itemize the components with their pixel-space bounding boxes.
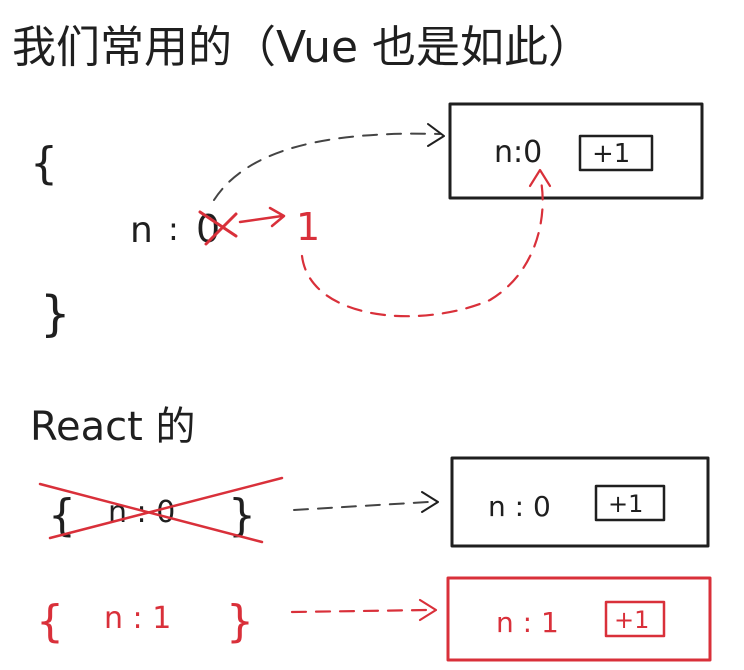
arrow-to-new-value — [238, 214, 284, 224]
increment-button-label: +1 — [592, 139, 630, 169]
strike-old-value — [198, 210, 238, 238]
binding-arrow-head-icon — [427, 123, 445, 147]
new-view-increment-button[interactable] — [604, 600, 666, 638]
state-key: n — [130, 210, 153, 251]
strike-old-value-2 — [204, 212, 238, 246]
new-view-box — [446, 576, 712, 662]
old-view-box — [450, 456, 710, 548]
old-state-close-brace: } — [228, 490, 256, 541]
increment-button[interactable] — [578, 134, 654, 172]
new-view-label: n : 1 — [496, 606, 559, 639]
cross-out-line-2 — [48, 476, 284, 540]
old-value: 0 — [196, 207, 220, 251]
title: 我们常用的（Vue 也是如此） — [12, 22, 592, 73]
new-render-arrow-head-icon — [418, 598, 438, 622]
update-arrow — [300, 174, 544, 318]
new-state-close-brace: } — [226, 596, 254, 647]
state-colon: : — [168, 210, 179, 248]
old-render-arrow-head-icon — [421, 491, 439, 513]
old-view-increment-button[interactable] — [594, 484, 666, 522]
view-label: n:0 — [494, 135, 542, 170]
update-arrow-head-icon — [528, 168, 552, 188]
old-render-arrow — [293, 501, 429, 511]
binding-arrow — [213, 132, 441, 201]
new-render-arrow — [290, 608, 430, 614]
open-brace: { — [30, 138, 58, 189]
new-view-button-label: +1 — [614, 606, 649, 634]
old-view-button-label: +1 — [608, 490, 643, 518]
close-brace: } — [40, 286, 71, 342]
arrow-head-icon — [268, 206, 286, 228]
new-state-text: n : 1 — [104, 601, 171, 636]
old-state-text: n : 0 — [108, 495, 175, 530]
react-heading: React 的 — [30, 404, 196, 450]
new-value: 1 — [296, 205, 320, 249]
old-view-label: n : 0 — [488, 490, 551, 523]
new-state-open-brace: { — [36, 596, 64, 647]
view-box — [448, 102, 704, 200]
